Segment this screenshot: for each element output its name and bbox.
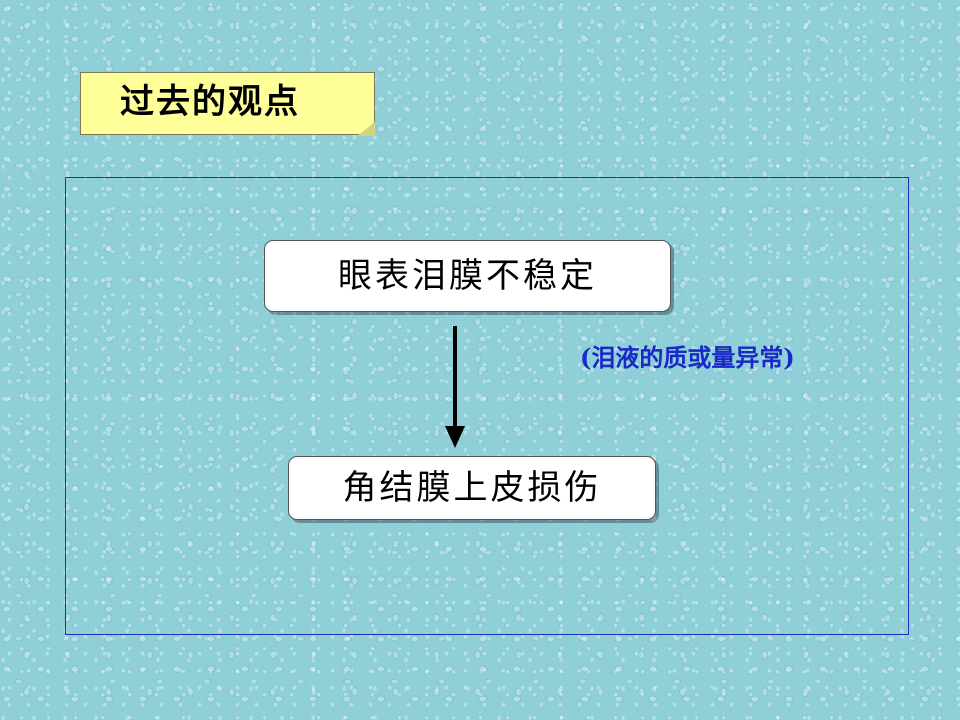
title-badge <box>80 72 375 135</box>
diagram-frame <box>65 177 909 635</box>
slide-title: 过去的观点 <box>120 82 300 122</box>
arrow-head <box>445 426 465 448</box>
cause-box: 眼表泪膜不稳定 <box>264 240 671 312</box>
down-arrow <box>445 326 465 448</box>
effect-box: 角结膜上皮损伤 <box>288 456 656 520</box>
cause-annotation: (泪液的质或量异常) <box>580 343 795 372</box>
arrow-shaft <box>453 326 457 430</box>
